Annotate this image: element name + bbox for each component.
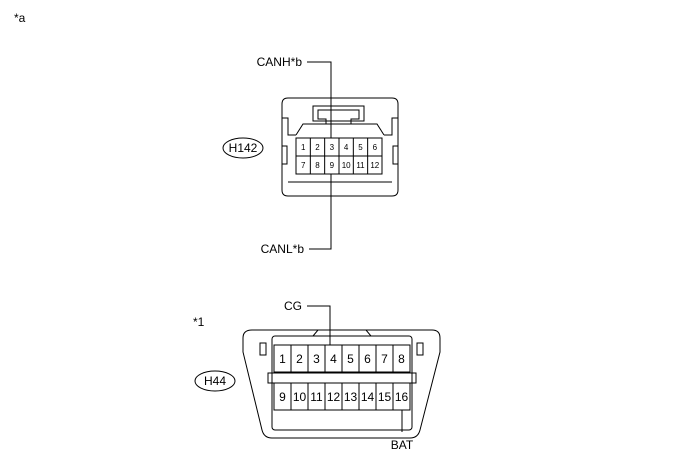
h44-center-rail <box>267 372 417 384</box>
h142-left-tab <box>282 117 296 136</box>
h142-pin-10: 10 <box>342 161 351 170</box>
h44-pin-16: 16 <box>395 390 409 404</box>
h44-outer-body <box>242 329 441 439</box>
h142-pin-4: 4 <box>344 143 349 152</box>
canl-label: CANL*b <box>261 242 305 256</box>
h44-id-label: H44 <box>204 374 226 388</box>
h142-left-notch <box>282 145 288 165</box>
h142-latch-inner <box>317 109 360 125</box>
h44-pin-3: 3 <box>313 352 320 366</box>
h44-pin-15: 15 <box>378 390 392 404</box>
canh-wire <box>307 61 332 138</box>
cg-wire <box>307 305 331 345</box>
h44-pin-12: 12 <box>327 390 341 404</box>
h44-pin-4: 4 <box>330 352 337 366</box>
h142-pin-8: 8 <box>315 161 320 170</box>
bat-label: BAT <box>391 438 414 452</box>
h44-left-indicator <box>259 342 267 356</box>
h142-id-label: H142 <box>229 141 258 155</box>
canl-wire <box>309 174 332 250</box>
h44-pin-14: 14 <box>361 390 375 404</box>
h142-outer-body <box>281 97 399 197</box>
cg-label: CG <box>284 299 302 313</box>
h44-pin-9: 9 <box>279 390 286 404</box>
mark-a: *a <box>14 11 26 25</box>
h44-pin-7: 7 <box>381 352 388 366</box>
h142-pin-12: 12 <box>370 161 379 170</box>
h44-pin-13: 13 <box>344 390 358 404</box>
h44-pin-2: 2 <box>296 352 303 366</box>
h44-pin-1: 1 <box>279 352 286 366</box>
h44-pin-10: 10 <box>293 390 307 404</box>
h142-right-tab <box>384 117 398 136</box>
h142-pin-9: 9 <box>330 161 335 170</box>
h142-latch-outer <box>312 105 365 122</box>
h142-pin-11: 11 <box>356 161 365 170</box>
h44-top-key <box>311 329 373 337</box>
h142-pin-3: 3 <box>330 143 335 152</box>
h44-right-indicator <box>416 342 424 356</box>
h142-right-notch <box>392 145 398 165</box>
h142-latch-slope-left <box>295 123 326 136</box>
h142-id-oval <box>222 137 264 159</box>
h142-latch-slope-right <box>351 123 385 136</box>
h142-pin-1: 1 <box>301 143 306 152</box>
h44-id-oval <box>194 370 236 392</box>
canh-label: CANH*b <box>257 55 303 69</box>
h142-pin-7: 7 <box>301 161 306 170</box>
h44-pin-8: 8 <box>398 352 405 366</box>
h142-pin-6: 6 <box>373 143 378 152</box>
h44-pin-6: 6 <box>364 352 371 366</box>
h44-pin-11: 11 <box>310 390 323 404</box>
h142-pin-5: 5 <box>358 143 363 152</box>
h44-pin-5: 5 <box>347 352 354 366</box>
mark-1: *1 <box>193 315 205 329</box>
h142-pin-2: 2 <box>315 143 320 152</box>
